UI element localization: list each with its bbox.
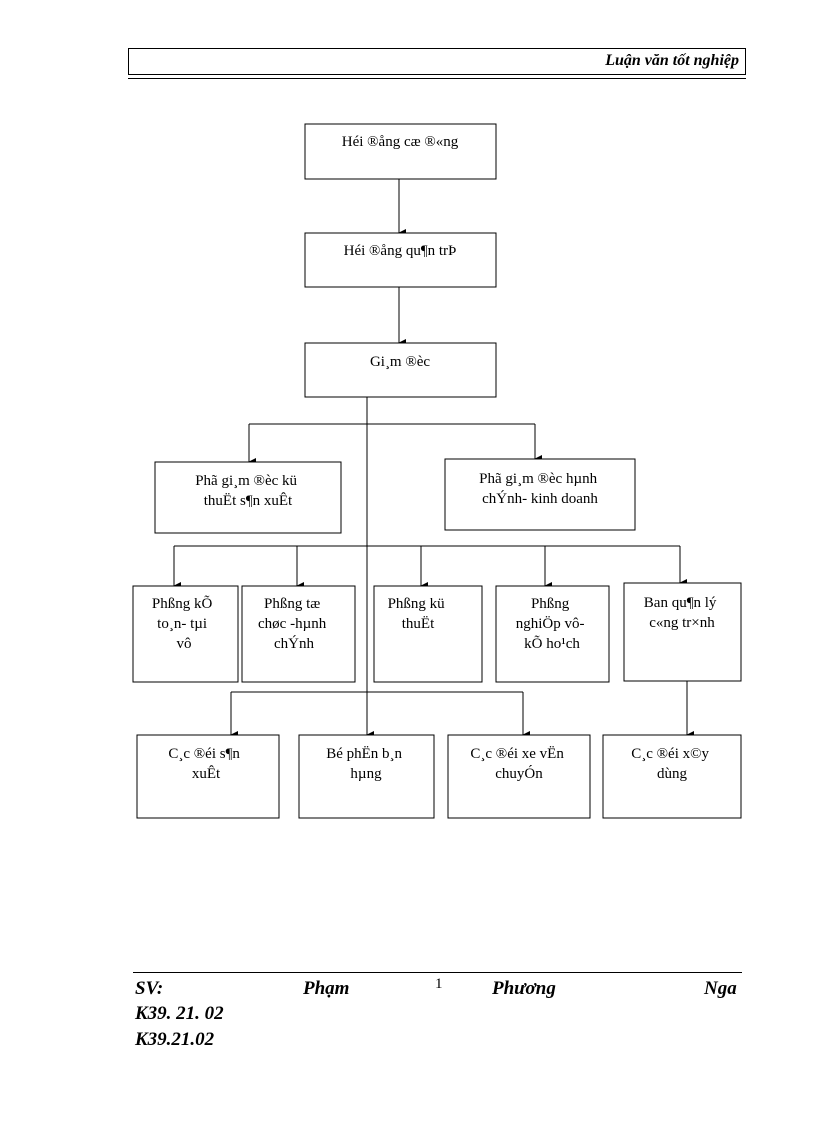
page-number: 1 — [435, 976, 443, 992]
label-vice-tech-1: Phã gi¸m ®èc kü — [195, 473, 297, 489]
footer-rule — [133, 972, 742, 973]
label-unit-sales-1: Bé phËn b¸n — [326, 745, 402, 762]
svg-text:Phßng nghiÖp vô- k: Phßng nghiÖp vô- kÕ ho¹ch — [516, 596, 589, 652]
footer-last-name: Nga — [704, 978, 737, 999]
label-board: Héi ®ång qu¶n trÞ — [344, 243, 457, 259]
label-dept-hr-3: chÝnh — [274, 635, 314, 652]
footer-code-1: K39. 21. 02 — [135, 1003, 224, 1024]
box-vice-tech — [154, 461, 342, 534]
label-director: Gi¸m ®èc — [370, 354, 430, 370]
label-dept-accounting-2: to¸n- tµi — [157, 616, 207, 632]
connectors — [173, 179, 694, 739]
box-dept-project — [623, 582, 742, 682]
header-rule — [128, 78, 746, 79]
label-dept-technical-2: thuËt — [402, 615, 435, 632]
label-dept-accounting-3: vô — [177, 636, 192, 652]
svg-text:Ban qu¶n lý c«ng tr×nh: Ban qu¶n lý c«ng tr×nh — [644, 595, 720, 631]
label-dept-hr-2: chøc -hµnh — [258, 616, 327, 632]
header-box: Luận văn tốt nghiệp — [128, 48, 746, 75]
footer-middle-name: Phương — [492, 978, 556, 999]
svg-text:Phßng tæ chøc -hµnh: Phßng tæ chøc -hµnh chÝnh — [258, 596, 330, 652]
svg-text:Phã gi¸m ®èc hµnh chÝnh-: Phã gi¸m ®èc hµnh chÝnh- kinh doanh — [479, 471, 601, 507]
label-dept-planning-1: Phßng — [531, 596, 570, 612]
footer-first-name: Phạm — [303, 978, 350, 999]
box-dept-accounting — [132, 585, 239, 683]
svg-text:Bé phËn b¸n hµng: Bé phËn b¸n hµng — [326, 745, 406, 782]
label-vice-admin-2: chÝnh- kinh doanh — [482, 490, 598, 507]
svg-text:Phßng kü thuËt: Phßng kü thuËt — [388, 596, 449, 632]
box-unit-construction — [602, 734, 742, 819]
svg-text:Gi¸m ®èc: Gi¸m ®èc — [370, 354, 430, 370]
box-shareholders — [304, 123, 497, 180]
label-unit-production-2: xuÊt — [192, 765, 221, 782]
box-board — [304, 232, 497, 288]
box-director — [304, 342, 497, 398]
svg-text:C¸c ®éi xe vËn chuyÓn: C¸c ®éi xe vËn chuyÓn — [470, 745, 567, 782]
label-unit-construction-1: C¸c ®éi x©y — [631, 746, 709, 762]
label-unit-transport-2: chuyÓn — [495, 765, 543, 782]
label-dept-accounting-1: Phßng kÕ — [152, 595, 213, 612]
box-unit-sales — [298, 734, 435, 819]
label-dept-project-2: c«ng tr×nh — [649, 615, 715, 631]
label-dept-hr-1: Phßng tæ — [264, 596, 320, 612]
box-unit-transport — [447, 734, 591, 819]
label-unit-sales-2: hµng — [350, 766, 382, 782]
label-unit-construction-2: dùng — [657, 766, 688, 782]
box-dept-technical — [373, 585, 483, 683]
svg-text:Phã gi¸m ®èc kü thuËt s¶: Phã gi¸m ®èc kü thuËt s¶n xuÊt — [195, 473, 301, 509]
label-unit-production-1: C¸c ®éi s¶n — [168, 746, 240, 762]
svg-text:Phßng kÕ to¸n- tµi: Phßng kÕ to¸n- tµi vô — [152, 595, 216, 652]
footer-code-2: K39.21.02 — [135, 1029, 215, 1050]
footer-sv-label: SV: — [135, 978, 164, 999]
header-title: Luận văn tốt nghiệp — [605, 52, 739, 69]
label-vice-tech-2: thuËt s¶n xuÊt — [204, 492, 293, 509]
label-dept-technical-1: Phßng kü — [388, 596, 446, 612]
label-dept-planning-3: kÕ ho¹ch — [524, 635, 580, 652]
label-dept-project-1: Ban qu¶n lý — [644, 595, 717, 611]
svg-text:C¸c ®éi s¶n xuÊt: C¸c ®éi s¶n xuÊt — [168, 746, 243, 782]
svg-text:C¸c ®éi x©y dùng: C¸c ®éi x©y dùng — [631, 746, 713, 782]
box-unit-production — [136, 734, 280, 819]
label-dept-planning-2: nghiÖp vô- — [516, 615, 585, 632]
label-vice-admin-1: Phã gi¸m ®èc hµnh — [479, 471, 597, 487]
svg-text:Héi ®ång qu¶n trÞ: Héi ®ång qu¶n trÞ — [344, 243, 457, 259]
label-unit-transport-1: C¸c ®éi xe vËn — [470, 745, 564, 762]
label-shareholders: Héi ®ång cæ ®«ng — [342, 134, 459, 150]
box-vice-admin — [444, 458, 636, 531]
box-dept-planning — [495, 585, 610, 683]
box-dept-hr — [241, 585, 356, 683]
svg-text:Héi ®ång cæ ®«ng: Héi ®ång cæ ®«ng — [342, 134, 459, 150]
